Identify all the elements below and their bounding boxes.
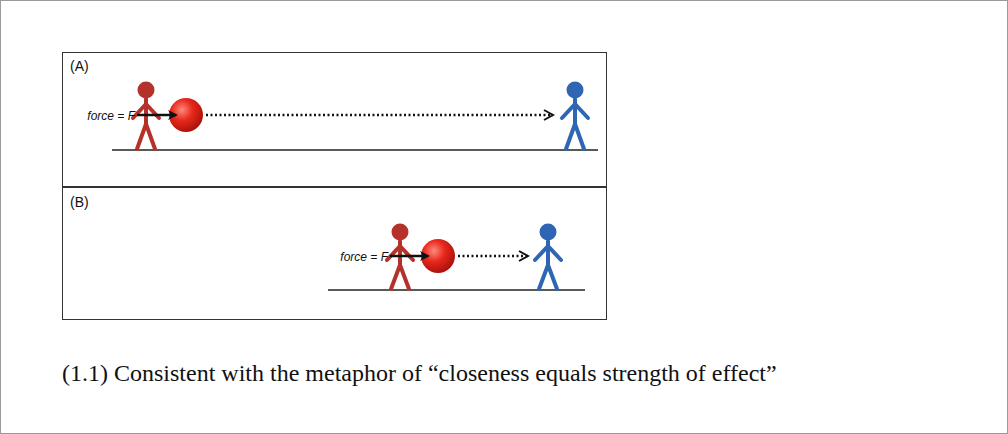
figure-panel: (A) force = F (62, 52, 607, 188)
blue-figure (535, 224, 561, 290)
force-label: force = F (340, 250, 388, 264)
ground-line (112, 149, 598, 151)
panel-letter: (B) (70, 194, 89, 210)
panel-a-art (112, 82, 598, 151)
panel-letter: (A) (70, 58, 89, 74)
trajectory-arrow (206, 114, 553, 117)
ground-line (328, 289, 585, 291)
force-arrow (390, 255, 428, 258)
caption: (1.1) Consistent with the metaphor of “c… (62, 360, 1002, 387)
force-arrow (137, 114, 176, 117)
panel-b-art (328, 224, 585, 291)
trajectory-arrow (458, 255, 528, 258)
blue-figure (562, 82, 588, 150)
force-label: force = F (87, 109, 135, 123)
figure-panel: (B) force = F (62, 186, 607, 320)
